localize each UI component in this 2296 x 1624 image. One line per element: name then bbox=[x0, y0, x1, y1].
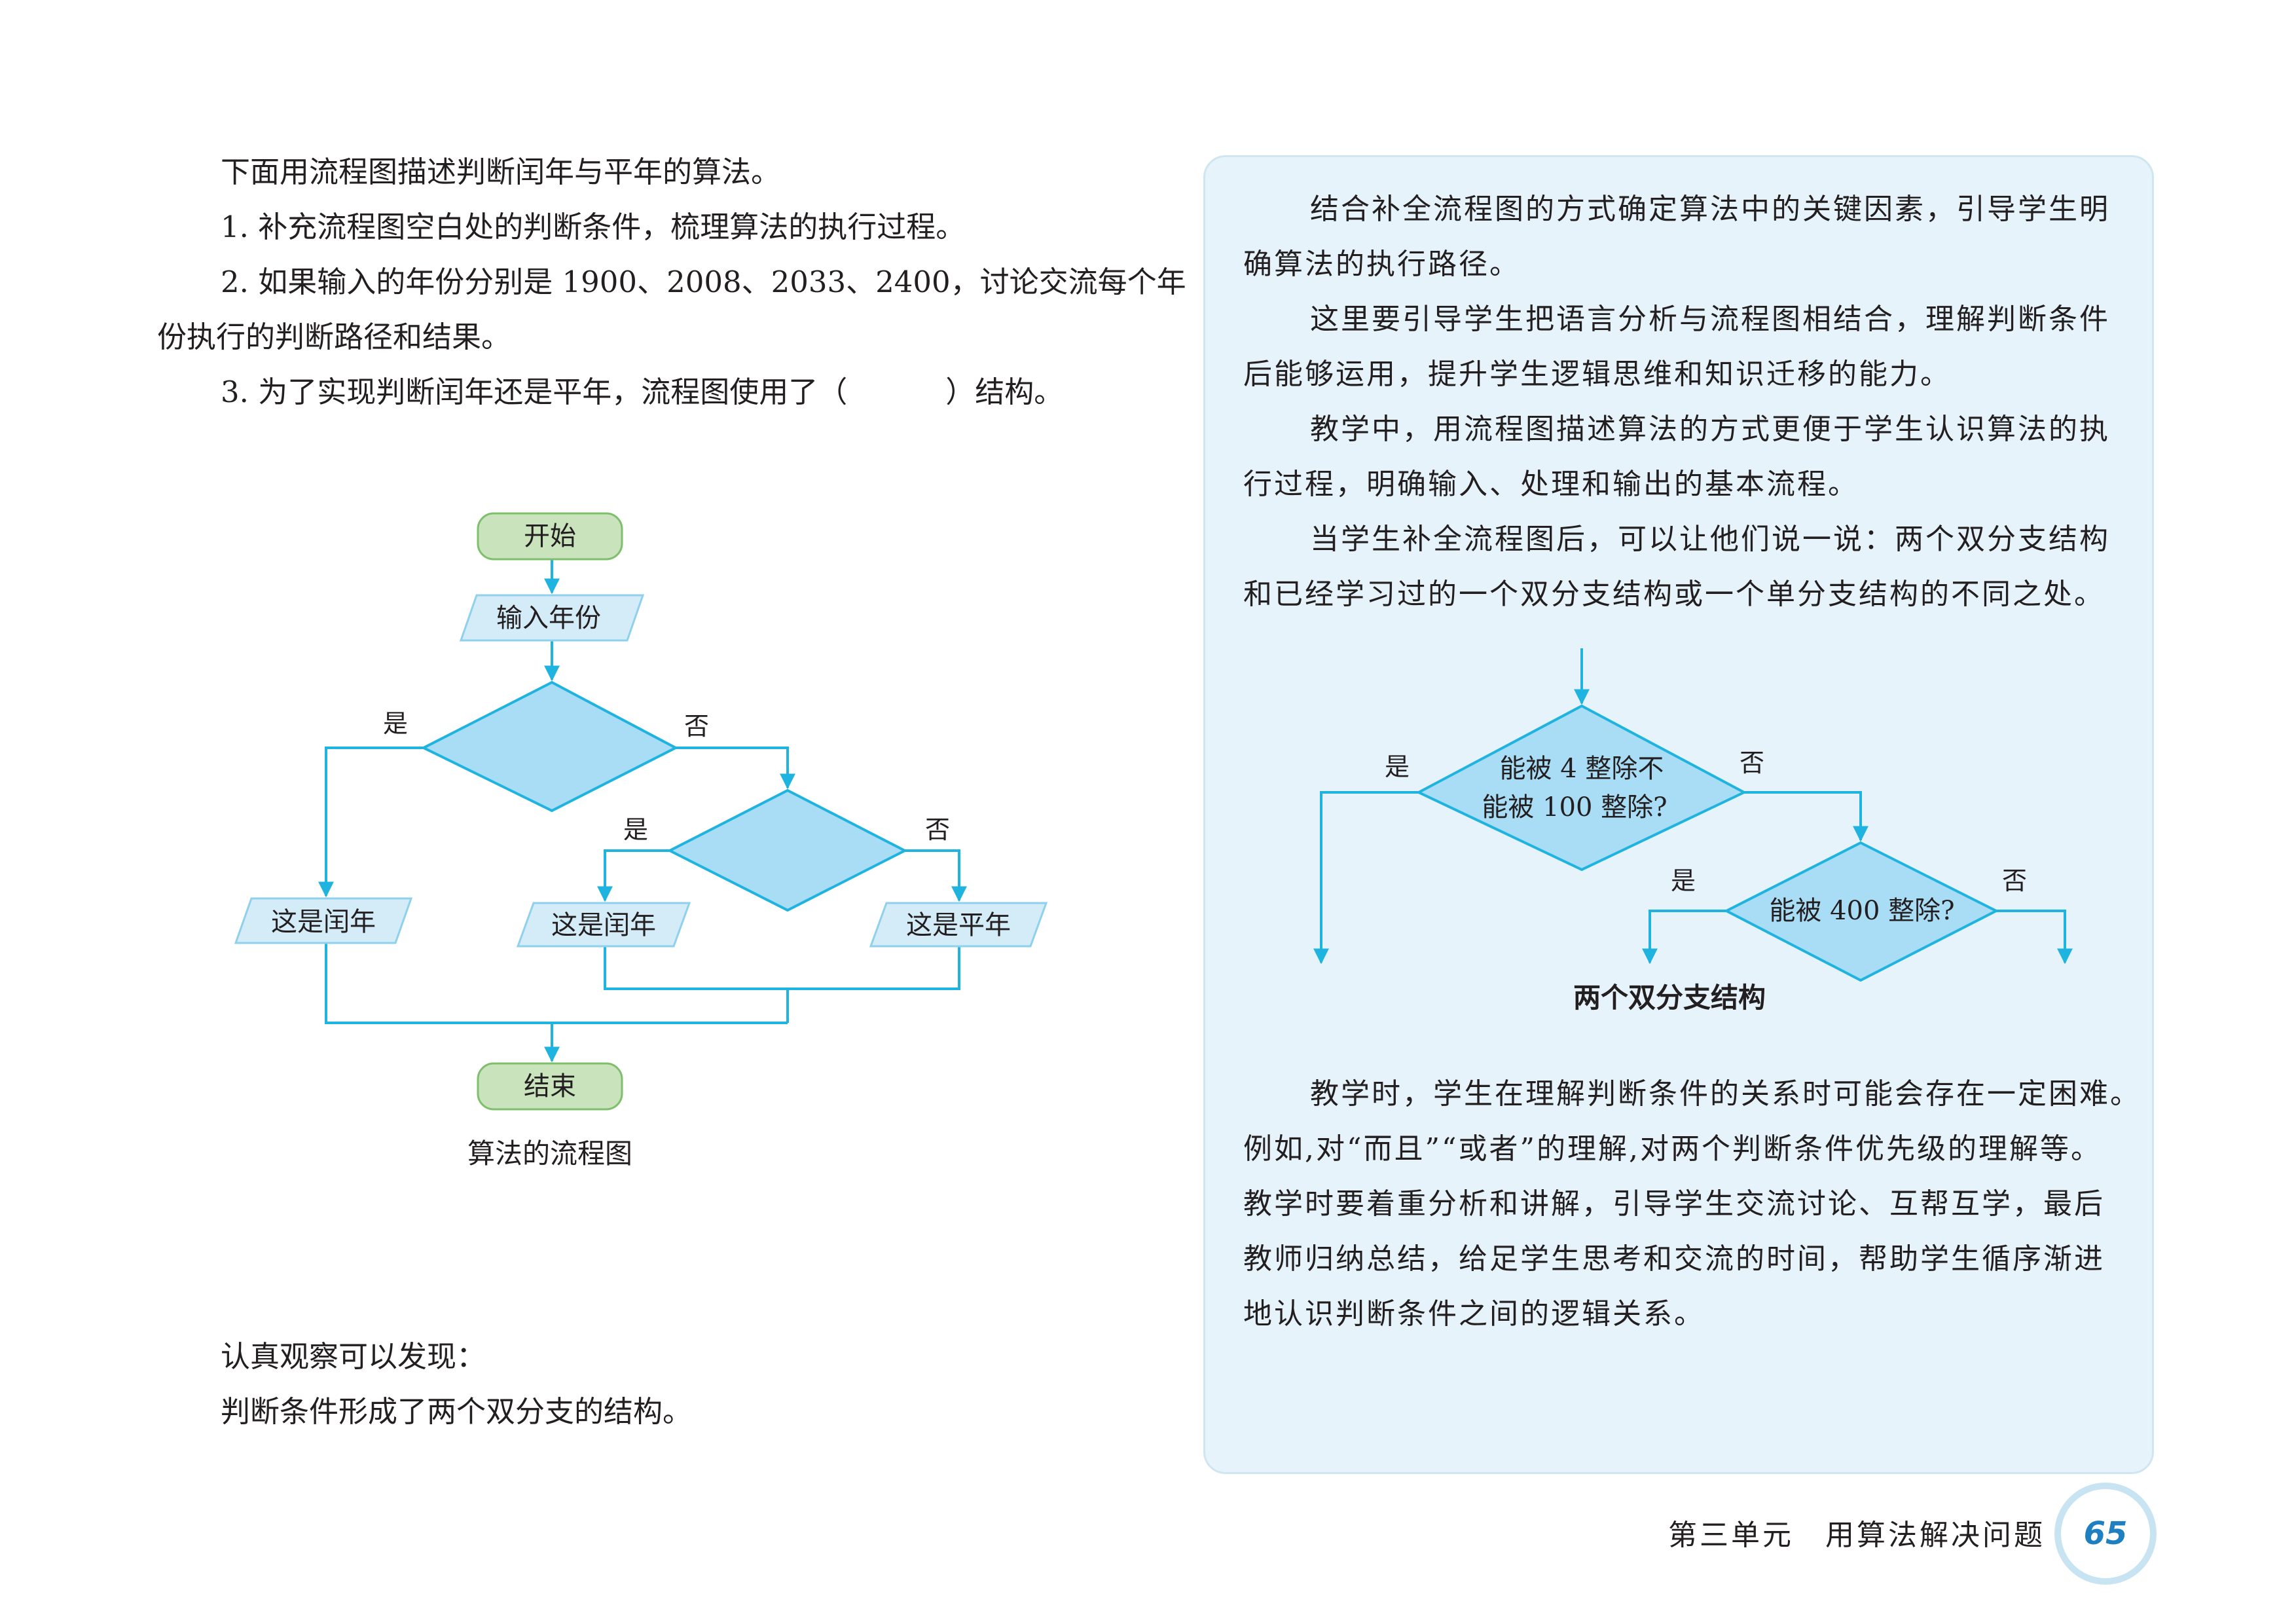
condition-divisible-400 bbox=[1723, 841, 1999, 982]
diamond1-yes-label: 是 bbox=[383, 709, 408, 738]
input-box bbox=[459, 594, 645, 642]
output-leap-left bbox=[234, 897, 413, 944]
condition-2-label: 能被 400 整除? bbox=[1769, 896, 1954, 926]
start-label: 开始 bbox=[524, 521, 576, 551]
note-1-line-1: 结合补全流程图的方式确定算法中的关键因素，引导学生明 bbox=[1310, 193, 2110, 226]
note-5-line-4: 教师归纳总结，给足学生思考和交流的时间，帮助学生循序渐进 bbox=[1243, 1242, 2105, 1276]
question-2-line-2: 份执行的判断路径和结果。 bbox=[157, 320, 511, 354]
condition-diamond-1 bbox=[420, 680, 679, 813]
diamond1-no-label: 否 bbox=[684, 712, 709, 741]
end-label: 结束 bbox=[524, 1071, 576, 1101]
question-3-prefix: 3. 为了实现判断闰年还是平年，流程图使用了（ bbox=[221, 375, 848, 409]
note-3-line-2: 行过程，明确输入、处理和输出的基本流程。 bbox=[1243, 468, 1859, 501]
condition-2-no-label: 否 bbox=[2002, 866, 2027, 895]
output-common-label: 这是平年 bbox=[906, 910, 1011, 940]
condition-2-yes-label: 是 bbox=[1671, 866, 1696, 895]
question-1: 1. 补充流程图空白处的判断条件，梳理算法的执行过程。 bbox=[221, 210, 966, 244]
two-branch-caption: 两个双分支结构 bbox=[1573, 982, 1766, 1014]
condition-1-line-1: 能被 4 整除不 bbox=[1500, 754, 1664, 784]
note-5-line-1: 教学时，学生在理解判断条件的关系时可能会存在一定困难。 bbox=[1310, 1077, 2141, 1111]
note-5-line-3: 教学时要着重分析和讲解，引导学生交流讨论、互帮互学，最后 bbox=[1243, 1187, 2105, 1221]
condition-1-yes-label: 是 bbox=[1385, 752, 1410, 781]
output-common bbox=[869, 902, 1048, 948]
note-2-line-1: 这里要引导学生把语言分析与流程图相结合，理解判断条件 bbox=[1310, 303, 2110, 336]
question-3: 3. 为了实现判断闰年还是平年，流程图使用了（ ）结构。 bbox=[221, 373, 1063, 412]
observe-text: 认真观察可以发现： bbox=[221, 1339, 486, 1374]
output-leap-middle-label: 这是闰年 bbox=[551, 910, 656, 940]
note-5-line-2: 例如,对“而且”“或者”的理解,对两个判断条件优先级的理解等。 bbox=[1243, 1132, 2102, 1166]
condition-1-line-2: 能被 100 整除? bbox=[1482, 792, 1667, 822]
condition-diamond-2 bbox=[666, 788, 908, 912]
condition-divisible-4-not-100 bbox=[1415, 704, 1747, 872]
output-leap-middle bbox=[516, 902, 691, 948]
note-1-line-2: 确算法的执行路径。 bbox=[1243, 248, 1520, 281]
question-3-suffix: ）结构。 bbox=[945, 375, 1064, 409]
intro-text: 下面用流程图描述判断闰年与平年的算法。 bbox=[221, 155, 781, 189]
condition-1-no-label: 否 bbox=[1740, 748, 1764, 777]
output-leap-left-label: 这是闰年 bbox=[271, 907, 376, 937]
unit-title: 第三单元 用算法解决问题 bbox=[1668, 1519, 2045, 1552]
note-4-line-1: 当学生补全流程图后，可以让他们说一说：两个双分支结构 bbox=[1310, 523, 2110, 556]
diamond2-yes-label: 是 bbox=[623, 815, 648, 844]
diamond2-no-label: 否 bbox=[925, 815, 950, 844]
note-4-line-2: 和已经学习过的一个双分支结构或一个单分支结构的不同之处。 bbox=[1243, 578, 2105, 611]
flowchart-caption: 算法的流程图 bbox=[467, 1137, 632, 1170]
start-terminal bbox=[477, 512, 623, 561]
conclusion-text: 判断条件形成了两个双分支的结构。 bbox=[221, 1394, 693, 1429]
note-5-line-5: 地认识判断条件之间的逻辑关系。 bbox=[1243, 1297, 1705, 1331]
page-number: 65 bbox=[2083, 1515, 2128, 1552]
question-2-line-1: 2. 如果输入的年份分别是 1900、2008、2033、2400，讨论交流每个… bbox=[221, 265, 1186, 299]
end-terminal bbox=[477, 1062, 623, 1111]
note-2-line-2: 后能够运用，提升学生逻辑思维和知识迁移的能力。 bbox=[1243, 358, 1951, 391]
input-label: 输入年份 bbox=[496, 603, 601, 633]
page-number-badge: 65 bbox=[2061, 1489, 2150, 1578]
note-3-line-1: 教学中，用流程图描述算法的方式更便于学生认识算法的执 bbox=[1310, 413, 2110, 446]
